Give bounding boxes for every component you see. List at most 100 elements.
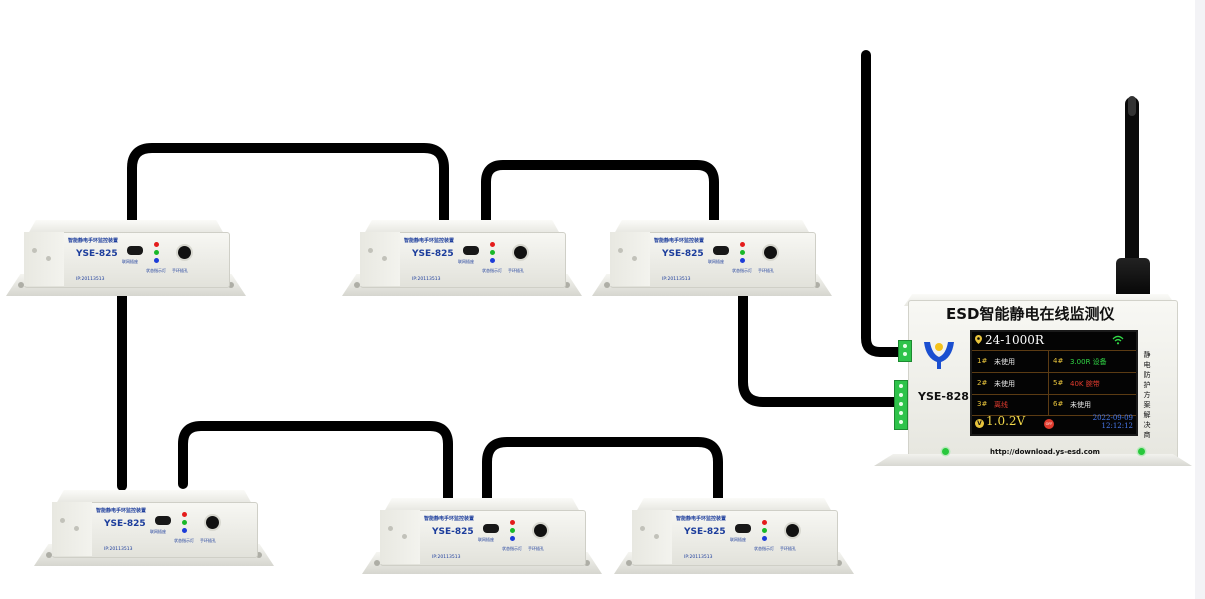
- monitor-model: YSE-828: [918, 390, 969, 403]
- jack-label: 手环插孔: [758, 268, 774, 273]
- led-label: 状态指示灯: [754, 546, 774, 551]
- yse825-module: 智能静电手环监控装置 YSE-825 IP:20113513 联网插座 状态指示…: [362, 498, 602, 590]
- module-side: [24, 232, 64, 286]
- blue-led-icon: [740, 258, 745, 263]
- wrist-strap-jack[interactable]: [178, 246, 191, 259]
- module-title: 智能静电手环监控装置: [404, 238, 455, 244]
- screw-hole: [640, 526, 645, 531]
- wrist-strap-jack[interactable]: [514, 246, 527, 259]
- module-title: 智能静电手环监控装置: [96, 508, 147, 514]
- yse825-module: 智能静电手环监控装置 YSE-825 IP:20113513 联网插座 状态指示…: [342, 220, 582, 312]
- location-pin-icon: [975, 335, 982, 344]
- module-ip: IP:20113513: [662, 277, 691, 282]
- channel-status: 未使用: [994, 358, 1015, 366]
- module-top-edge: [636, 498, 832, 512]
- green-led-icon: [154, 250, 159, 255]
- power-off-icon[interactable]: OFF: [1044, 419, 1054, 429]
- red-led-icon: [490, 242, 495, 247]
- voltage-reading: 1.0.2V: [986, 414, 1026, 428]
- wrist-strap-jack[interactable]: [786, 524, 799, 537]
- green-led-icon: [490, 250, 495, 255]
- wrist-strap-jack[interactable]: [764, 246, 777, 259]
- antenna-base: [1116, 258, 1150, 298]
- yse825-module: 智能静电手环监控装置 YSE-825 IP:20113513 联网插座 状态指示…: [592, 220, 832, 312]
- network-cable: [178, 421, 453, 509]
- channel-status: 3.00R 设备: [1070, 358, 1107, 366]
- module-top-edge: [56, 490, 252, 504]
- jack-label: 手环插孔: [172, 268, 188, 273]
- voltage-icon: V: [975, 419, 984, 428]
- green-led-icon: [510, 528, 515, 533]
- led-label: 状态指示灯: [146, 268, 166, 273]
- network-port[interactable]: [127, 246, 143, 255]
- port-label: 联网插座: [150, 529, 166, 534]
- channel-number: 6#: [1053, 400, 1064, 408]
- channel-number: 4#: [1053, 357, 1064, 365]
- screen-row: [972, 395, 1136, 416]
- port-label: 联网插座: [458, 259, 474, 264]
- network-cable: [738, 285, 903, 407]
- network-port[interactable]: [713, 246, 729, 255]
- screw-hole: [382, 256, 387, 261]
- channel-status: 离线: [994, 401, 1008, 409]
- channel-status: 未使用: [1070, 401, 1091, 409]
- network-port[interactable]: [735, 524, 751, 533]
- led-label: 状态指示灯: [482, 268, 502, 273]
- channel-number: 5#: [1053, 379, 1064, 387]
- screw-hole: [632, 256, 637, 261]
- monitor-base: [874, 454, 1192, 466]
- resistance-range: 24-1000R: [985, 333, 1044, 347]
- channel-number: 2#: [977, 379, 988, 387]
- module-model: YSE-825: [432, 527, 474, 537]
- led-label: 状态指示灯: [732, 268, 752, 273]
- channel-status: 40K 腕带: [1070, 380, 1100, 388]
- network-cable: [481, 160, 719, 237]
- module-side: [360, 232, 400, 286]
- led-label: 状态指示灯: [174, 538, 194, 543]
- led-label: 状态指示灯: [502, 546, 522, 551]
- screw-hole: [60, 518, 65, 523]
- network-port[interactable]: [483, 524, 499, 533]
- module-ip: IP:20113513: [684, 555, 713, 560]
- wrist-strap-jack[interactable]: [206, 516, 219, 529]
- wrist-strap-jack[interactable]: [534, 524, 547, 537]
- module-model: YSE-825: [104, 519, 146, 529]
- module-side: [632, 510, 672, 564]
- blue-led-icon: [510, 536, 515, 541]
- network-port[interactable]: [155, 516, 171, 525]
- red-led-icon: [182, 512, 187, 517]
- network-terminal[interactable]: [894, 380, 908, 430]
- page-edge: [1195, 0, 1205, 599]
- download-url[interactable]: http://download.ys-esd.com: [990, 448, 1100, 456]
- yse825-module: 智能静电手环监控装置 YSE-825 IP:20113513 联网插座 状态指示…: [34, 490, 274, 582]
- network-cable: [482, 437, 723, 509]
- screw-hole: [368, 248, 373, 253]
- module-ip: IP:20113513: [76, 277, 105, 282]
- yse828-monitor: ESD智能静电在线监测仪 YSE-828 http://download.ys-…: [874, 294, 1192, 470]
- blue-led-icon: [762, 536, 767, 541]
- module-top-edge: [614, 220, 810, 234]
- channel-number: 1#: [977, 357, 988, 365]
- module-side: [380, 510, 420, 564]
- jack-label: 手环插孔: [528, 546, 544, 551]
- screen-row: [972, 373, 1136, 395]
- lcd-screen: 24-1000R 1# 未使用 2# 未使用 3# 离线 4# 3.00R 设备…: [970, 330, 1138, 436]
- red-led-icon: [510, 520, 515, 525]
- port-label: 联网插座: [478, 537, 494, 542]
- module-title: 智能静电手环监控装置: [68, 238, 119, 244]
- yse825-module: 智能静电手环监控装置 YSE-825 IP:20113513 联网插座 状态指示…: [6, 220, 246, 312]
- module-ip: IP:20113513: [104, 547, 133, 552]
- network-terminal[interactable]: [898, 340, 912, 362]
- module-title: 智能静电手环监控装置: [676, 516, 727, 522]
- brand-logo: [924, 342, 954, 369]
- datetime: 2022-09-09 12:12:12: [1093, 414, 1133, 430]
- module-side: [610, 232, 650, 286]
- channel-number: 3#: [977, 400, 988, 408]
- port-label: 联网插座: [708, 259, 724, 264]
- jack-label: 手环插孔: [508, 268, 524, 273]
- module-top-edge: [364, 220, 560, 234]
- jack-label: 手环插孔: [780, 546, 796, 551]
- network-port[interactable]: [463, 246, 479, 255]
